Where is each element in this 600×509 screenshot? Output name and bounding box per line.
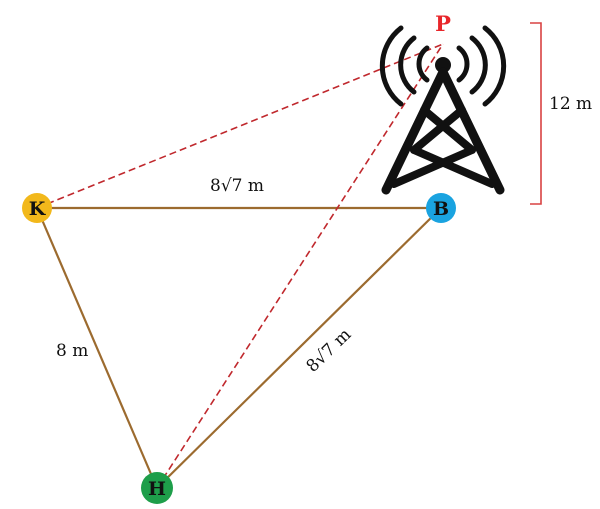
dashed-hp	[156, 43, 444, 489]
point-b-label: B	[433, 198, 449, 220]
dashed-lines	[36, 43, 444, 489]
point-k-label: K	[29, 198, 47, 220]
point-h-marker	[141, 472, 173, 504]
height-bracket	[530, 22, 542, 205]
dashed-kp	[36, 43, 444, 209]
tower-icon	[379, 25, 507, 195]
length-label-kb: 8√7 m	[210, 176, 264, 196]
point-b-marker	[426, 193, 456, 223]
length-label-kh: 8 m	[56, 341, 88, 361]
point-k: K	[22, 193, 52, 223]
segment-hb	[156, 207, 442, 489]
length-label-hb: 8√7 m	[303, 325, 356, 377]
point-p-label: P	[435, 11, 451, 36]
point-b: B	[426, 193, 456, 223]
point-h-label: H	[148, 478, 166, 500]
length-label-pb: 12 m	[549, 94, 592, 114]
segment-kh	[35, 207, 159, 489]
point-k-marker	[22, 193, 52, 223]
triangle-khb	[35, 206, 442, 489]
point-h: H	[141, 472, 173, 504]
